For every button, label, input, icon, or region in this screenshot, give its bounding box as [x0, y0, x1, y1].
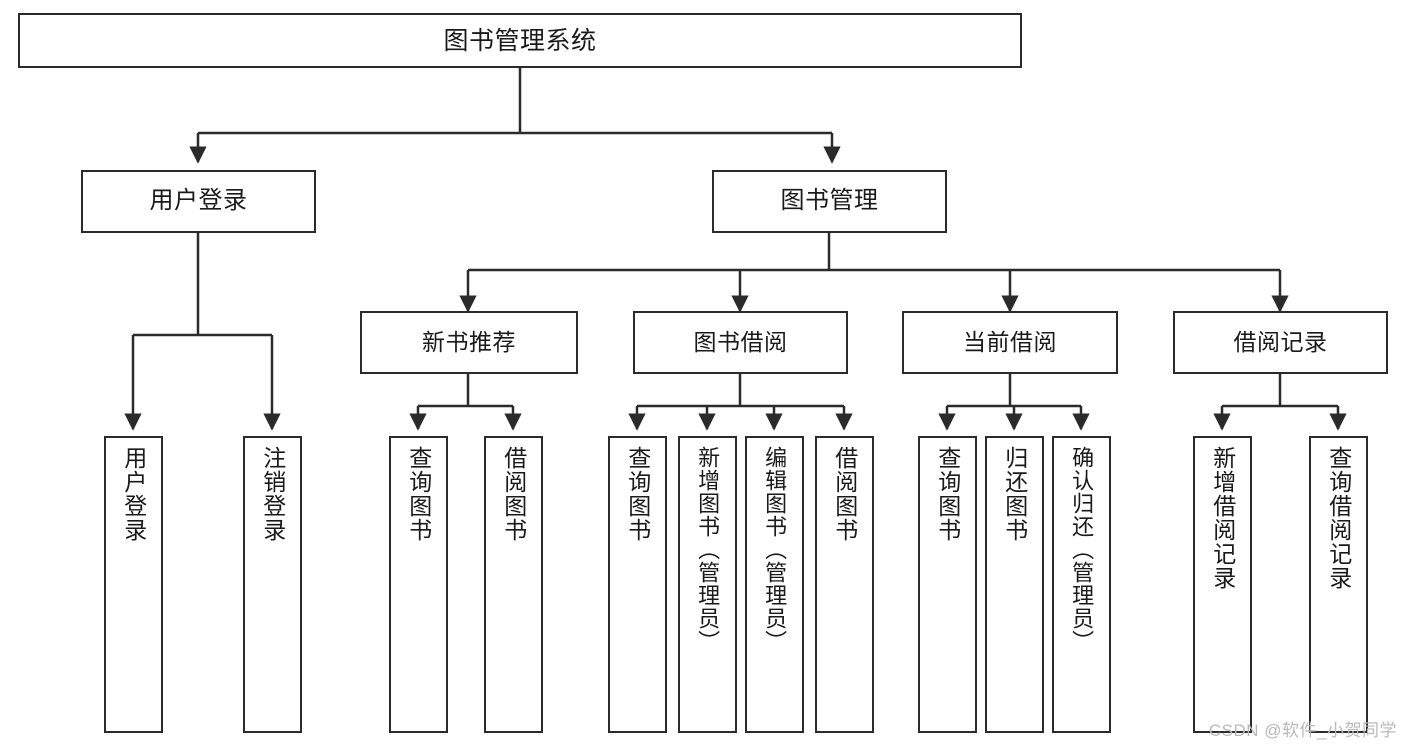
leaf-add-borrow-record[interactable]: 新增借阅记录 — [1193, 436, 1252, 733]
node-label: 查询图书 — [624, 446, 651, 542]
node-label: 借阅记录 — [1233, 328, 1328, 355]
node-label: 注销登录 — [259, 446, 286, 542]
watermark: CSDN @软件_小贺同学 — [1208, 721, 1397, 740]
leaf-query-book-recommend[interactable]: 查询图书 — [389, 436, 448, 733]
leaf-borrow-book[interactable]: 借阅图书 — [815, 436, 874, 733]
node-borrow-record[interactable]: 借阅记录 — [1173, 311, 1388, 374]
node-label: 新书推荐 — [422, 328, 516, 355]
leaf-borrow-book-recommend[interactable]: 借阅图书 — [484, 436, 543, 733]
node-label: 用户登录 — [120, 446, 147, 542]
node-label: 归还图书 — [1001, 446, 1028, 542]
leaf-return-book[interactable]: 归还图书 — [985, 436, 1044, 733]
leaf-query-book-borrow[interactable]: 查询图书 — [608, 436, 667, 733]
node-label: 用户登录 — [149, 187, 248, 215]
node-new-book-recommend[interactable]: 新书推荐 — [360, 311, 578, 374]
node-root-system[interactable]: 图书管理系统 — [18, 13, 1022, 68]
node-label: 借阅图书 — [500, 446, 527, 542]
node-label: 借阅图书 — [831, 446, 858, 542]
node-label: 查询图书 — [405, 446, 432, 542]
leaf-confirm-return-admin[interactable]: 确认归还（管理员） — [1052, 436, 1111, 733]
leaf-add-book-admin[interactable]: 新增图书（管理员） — [678, 436, 737, 733]
leaf-edit-book-admin[interactable]: 编辑图书（管理员） — [745, 436, 804, 733]
node-label: 新增图书（管理员） — [695, 446, 721, 653]
node-label: 图书管理 — [780, 187, 879, 215]
node-book-management[interactable]: 图书管理 — [712, 170, 947, 233]
leaf-logout[interactable]: 注销登录 — [243, 436, 302, 733]
node-label: 确认归还（管理员） — [1069, 446, 1095, 653]
node-label: 图书借阅 — [693, 328, 788, 355]
leaf-query-borrow-record[interactable]: 查询借阅记录 — [1309, 436, 1368, 733]
node-book-borrow[interactable]: 图书借阅 — [633, 311, 848, 374]
node-current-borrow[interactable]: 当前借阅 — [902, 311, 1118, 374]
leaf-query-book-current[interactable]: 查询图书 — [918, 436, 977, 733]
node-label: 当前借阅 — [963, 328, 1057, 355]
leaf-user-login[interactable]: 用户登录 — [104, 436, 163, 733]
node-label: 查询图书 — [934, 446, 961, 542]
node-label: 查询借阅记录 — [1325, 446, 1352, 590]
node-label: 编辑图书（管理员） — [762, 446, 788, 653]
node-label: 新增借阅记录 — [1209, 446, 1236, 590]
node-user-login[interactable]: 用户登录 — [81, 170, 316, 233]
node-label: 图书管理系统 — [443, 26, 597, 55]
